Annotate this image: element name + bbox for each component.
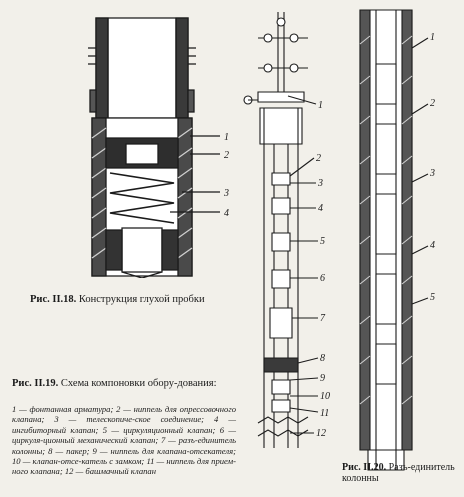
- fig19-legend: 1 — фонтанная арматура; 2 — ниппель для …: [12, 404, 236, 477]
- fig19-callout-10: 10: [320, 391, 330, 402]
- fig19-callout-9: 9: [320, 373, 325, 384]
- fig18-callout-4: 4: [224, 208, 229, 219]
- fig19-drawing: 1 2 3 4 5 6 7 8 9 10 11 12: [228, 8, 330, 458]
- fig19-callout-12: 12: [316, 428, 326, 439]
- fig19-callout-6: 6: [320, 273, 325, 284]
- fig19-callout-5: 5: [320, 236, 325, 247]
- fig20-drawing: 1 2 3 4 5: [350, 4, 435, 474]
- fig18-callout-2: 2: [224, 150, 229, 161]
- fig18-caption-label: Рис. II.18.: [30, 294, 77, 305]
- fig20-callout-2: 2: [430, 98, 435, 109]
- fig19-callout-8: 8: [320, 353, 325, 364]
- fig20-callout-1: 1: [430, 32, 435, 43]
- fig19-callout-1: 1: [318, 100, 323, 111]
- fig20-callout-4: 4: [430, 240, 435, 251]
- fig20-caption-label: Рис. II.20.: [342, 462, 387, 473]
- fig18-drawing: 1 2 3 4: [70, 8, 229, 278]
- fig18-callout-3: 3: [223, 188, 229, 199]
- fig18-caption: Рис. II.18. Конструкция глухой пробки: [30, 294, 230, 306]
- fig19-callout-7: 7: [320, 313, 326, 324]
- fig18-callout-1: 1: [224, 132, 229, 143]
- fig19-callout-2: 2: [316, 153, 321, 164]
- fig19-caption-text: Схема компоновки обору-дования:: [60, 378, 217, 389]
- fig20-callout-5: 5: [430, 292, 435, 303]
- fig19-callout-11: 11: [320, 408, 329, 419]
- fig18-caption-text: Конструкция глухой пробки: [78, 294, 205, 305]
- fig19-caption: Рис. II.19. Схема компоновки обору-дован…: [12, 378, 232, 390]
- fig20-callout-3: 3: [429, 168, 435, 179]
- fig20-caption-text: Разъ-единитель колонны: [342, 462, 455, 484]
- fig19-callout-4: 4: [318, 203, 323, 214]
- fig20-caption: Рис. II.20. Разъ-единитель колонны: [342, 462, 460, 484]
- fig19-callout-3: 3: [317, 178, 323, 189]
- fig19-caption-label: Рис. II.19.: [12, 378, 59, 389]
